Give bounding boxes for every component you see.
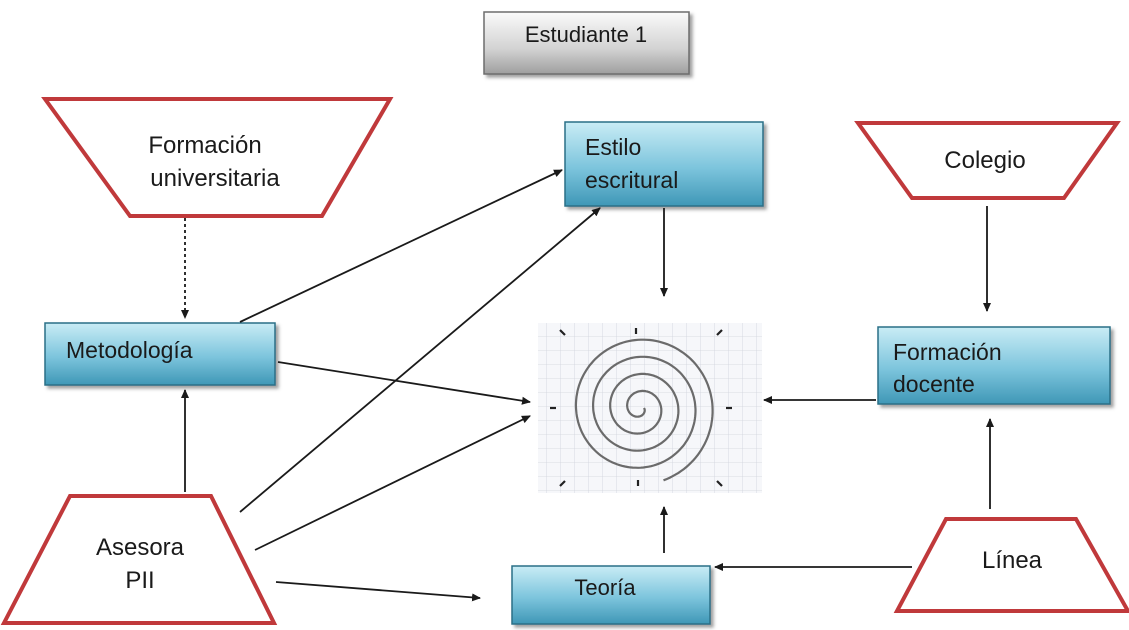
node-label-line1: Asesora <box>96 534 185 561</box>
node-estilo-escritural: Estilo escritural <box>564 121 764 207</box>
arrow-asesora-to-center <box>254 415 531 551</box>
node-label-line2: escritural <box>585 167 678 193</box>
inverted-trapezoid-shape <box>41 97 394 218</box>
node-formacion-docente: Formación docente <box>877 326 1111 405</box>
node-asesora-pii: Asesora PII <box>0 494 278 625</box>
connectors <box>181 169 994 602</box>
trapezoid-shape <box>893 517 1129 613</box>
node-label-line1: Formación <box>893 339 1002 365</box>
center-spiral-node <box>538 323 762 493</box>
node-label-line1: Estilo <box>585 134 641 160</box>
trapezoid-shape <box>0 494 278 625</box>
node-label-line1: Formación <box>148 132 261 159</box>
node-label: Colegio <box>944 147 1025 174</box>
arrow-asesora-to-teoria <box>275 581 481 602</box>
inverted-trapezoid-shape <box>854 121 1121 200</box>
node-label-line2: docente <box>893 371 975 397</box>
node-linea: Línea <box>893 517 1129 613</box>
arrow-metodologia-to-center <box>277 361 531 405</box>
node-label: Línea <box>982 547 1043 574</box>
node-metodologia: Metodología <box>44 322 276 386</box>
title-box: Estudiante 1 <box>483 11 690 75</box>
node-label: Metodología <box>66 337 193 363</box>
node-label-line2: PII <box>125 567 154 594</box>
node-label-line2: universitaria <box>150 165 280 192</box>
node-label: Teoría <box>574 575 636 600</box>
arrow-metodologia-to-estilo <box>239 169 563 323</box>
arrow-asesora-to-estilo <box>239 207 601 513</box>
node-teoria: Teoría <box>511 565 711 625</box>
spiral-icon <box>574 338 714 482</box>
spiral-tick-marks <box>550 328 732 487</box>
node-formacion-universitaria: Formación universitaria <box>41 97 394 218</box>
diagram-title: Estudiante 1 <box>525 22 647 47</box>
node-colegio: Colegio <box>854 121 1121 200</box>
